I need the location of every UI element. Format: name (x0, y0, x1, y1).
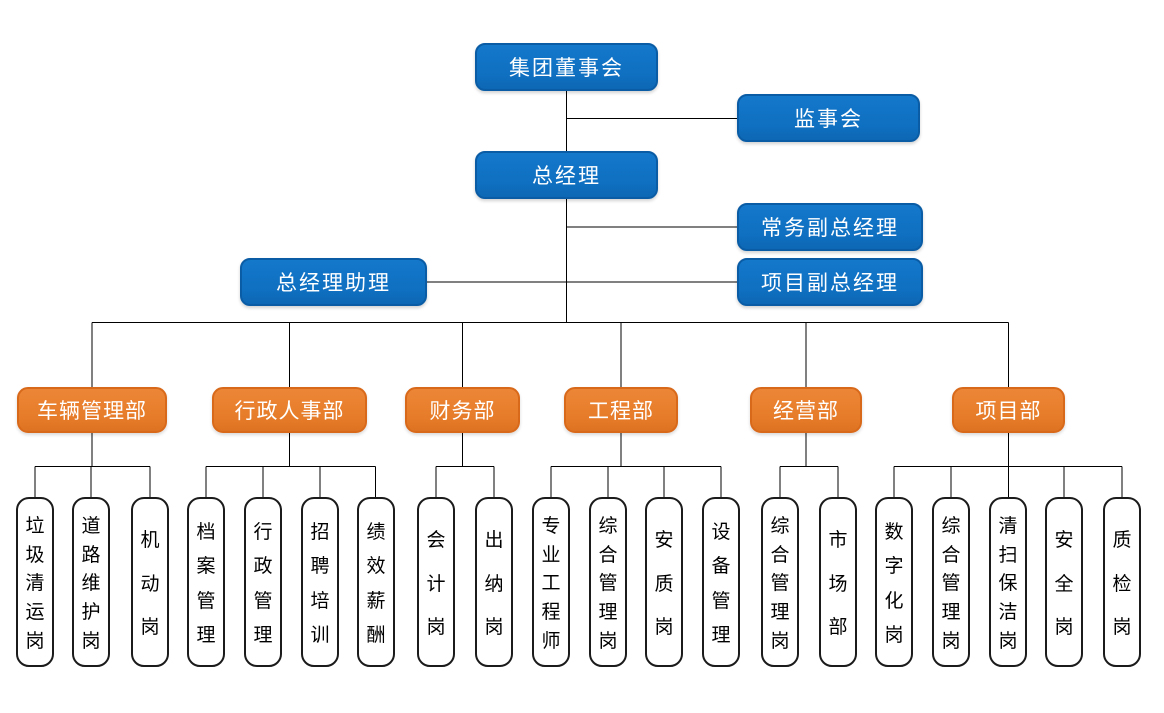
position-general-mgmt-eng: 综合管理岗 (589, 497, 627, 667)
dept-engineering: 工程部 (564, 387, 678, 433)
position-market-dept: 市场部 (819, 497, 857, 667)
dept-finance: 财务部 (405, 387, 520, 433)
position-garbage-removal: 垃圾清运岗 (16, 497, 54, 667)
position-cashier: 出纳岗 (475, 497, 513, 667)
node-general-manager: 总经理 (475, 151, 658, 199)
dept-vehicle-management: 车辆管理部 (17, 387, 167, 433)
position-safety-quality: 安质岗 (645, 497, 683, 667)
node-group-board: 集团董事会 (475, 43, 658, 91)
position-equipment-management: 设备管理 (702, 497, 740, 667)
position-quality-inspection: 质检岗 (1103, 497, 1141, 667)
dept-project: 项目部 (952, 387, 1065, 433)
position-road-maintenance: 道路维护岗 (72, 497, 110, 667)
node-project-deputy-gm: 项目副总经理 (737, 258, 923, 306)
position-general-mgmt-project: 综合管理岗 (932, 497, 970, 667)
position-accounting: 会计岗 (417, 497, 455, 667)
dept-admin-hr: 行政人事部 (212, 387, 367, 433)
node-executive-deputy-gm: 常务副总经理 (737, 203, 923, 251)
position-professional-engineer: 专业工程师 (532, 497, 570, 667)
position-archives-management: 档案管理 (187, 497, 225, 667)
position-mobile-post: 机动岗 (131, 497, 169, 667)
position-cleaning: 清扫保洁岗 (989, 497, 1027, 667)
position-general-mgmt-ops: 综合管理岗 (761, 497, 799, 667)
position-admin-management: 行政管理 (244, 497, 282, 667)
position-performance-pay: 绩效薪酬 (357, 497, 395, 667)
dept-operations: 经营部 (750, 387, 862, 433)
position-recruit-training: 招聘培训 (301, 497, 339, 667)
position-safety: 安全岗 (1045, 497, 1083, 667)
position-digitalization: 数字化岗 (875, 497, 913, 667)
node-gm-assistant: 总经理助理 (240, 258, 427, 306)
node-supervisory-board: 监事会 (737, 94, 920, 142)
